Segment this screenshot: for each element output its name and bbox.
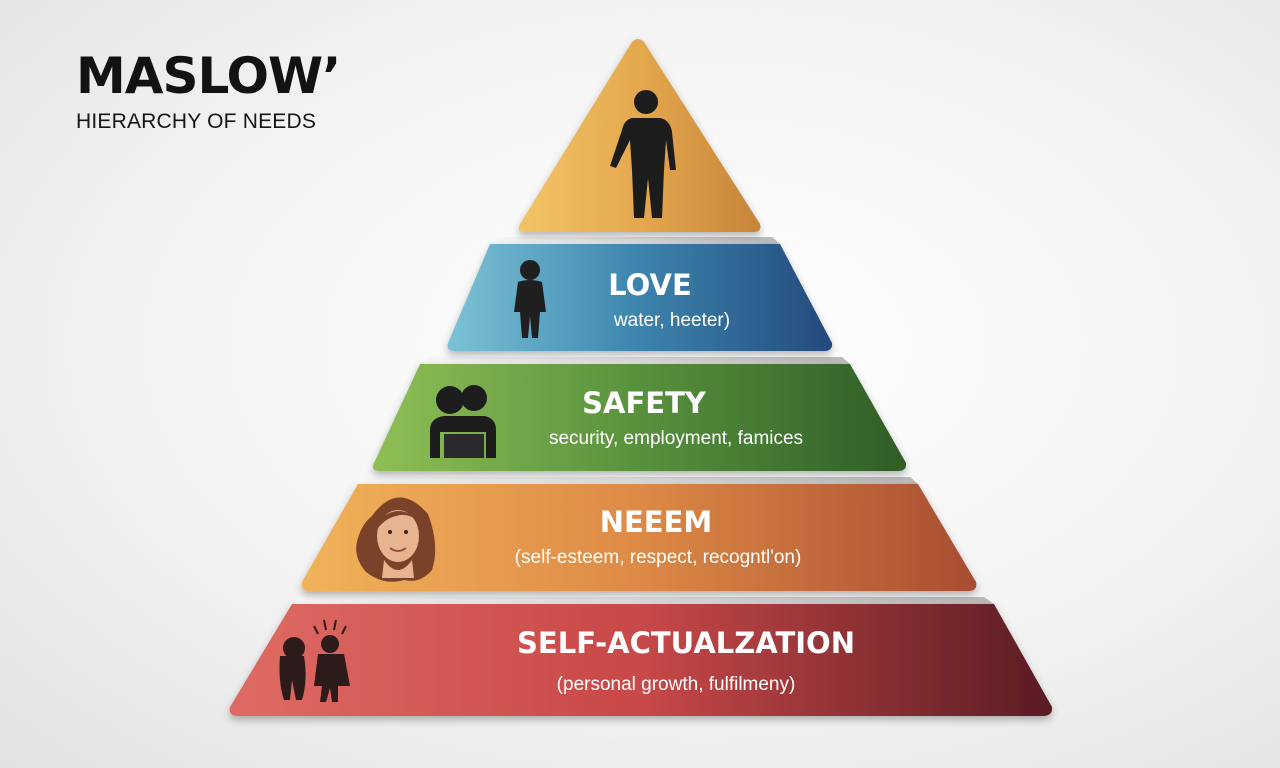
people-pair-icon xyxy=(279,619,350,702)
pyramid-level-self-actualization: SELF-ACTUALZATION (personal growth, fulf… xyxy=(229,597,1053,716)
couple-icon xyxy=(430,385,496,458)
pyramid-level-top xyxy=(518,39,761,232)
level-description: (self-esteem, respect, recogntl'on) xyxy=(515,547,802,568)
level-description: security, employment, famices xyxy=(549,428,803,449)
level-title: NEEEM xyxy=(600,505,713,539)
page-subtitle: HIERARCHY OF NEEDS xyxy=(76,110,317,133)
child-figure-icon xyxy=(514,260,546,338)
title-block: MASLOW’ HIERARCHY OF NEEDS xyxy=(76,47,341,134)
tier-cap xyxy=(358,477,918,484)
level-title: SELF-ACTUALZATION xyxy=(517,626,855,660)
tier-body xyxy=(372,364,907,471)
tier-body xyxy=(447,244,833,351)
tier-cap xyxy=(420,357,850,364)
pyramid-level-love: LOVE water, heeter) xyxy=(447,237,833,351)
pyramid-level-safety: SAFETY security, employment, famices xyxy=(372,357,907,471)
woman-face-icon xyxy=(356,497,436,582)
pyramid-level-esteem: NEEEM (self-esteem, respect, recogntl'on… xyxy=(301,477,977,591)
level-title: SAFETY xyxy=(582,386,707,420)
tier-cap xyxy=(292,597,994,604)
level-description: (personal growth, fulfilmeny) xyxy=(557,674,796,695)
standing-person-icon xyxy=(610,90,676,218)
level-title: LOVE xyxy=(608,268,692,302)
level-description: water, heeter) xyxy=(613,310,730,331)
tier-body xyxy=(229,604,1053,716)
page-title: MASLOW’ xyxy=(76,47,341,105)
tier-cap xyxy=(490,237,780,244)
tier-body xyxy=(301,484,977,591)
